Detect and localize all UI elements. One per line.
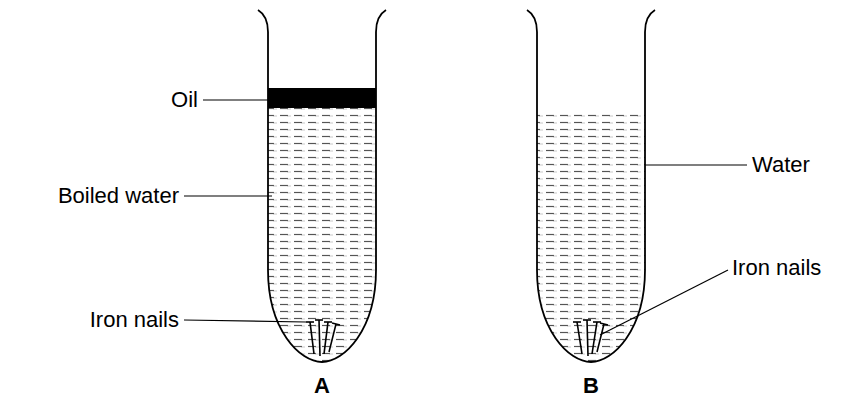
part-label: Oil xyxy=(171,89,198,111)
part-label: Iron nails xyxy=(732,257,821,279)
part-label: Iron nails xyxy=(90,309,179,331)
iron-nails xyxy=(573,320,608,356)
tube-letter: A xyxy=(314,375,330,397)
test-tube-a xyxy=(258,10,386,368)
oil-layer xyxy=(260,88,384,108)
part-label: Water xyxy=(752,154,810,176)
leader-lines xyxy=(184,100,747,335)
iron-nails xyxy=(306,320,340,356)
tube-letter: B xyxy=(583,375,599,397)
part-label: Boiled water xyxy=(58,185,179,207)
test-tube-b xyxy=(527,10,655,372)
